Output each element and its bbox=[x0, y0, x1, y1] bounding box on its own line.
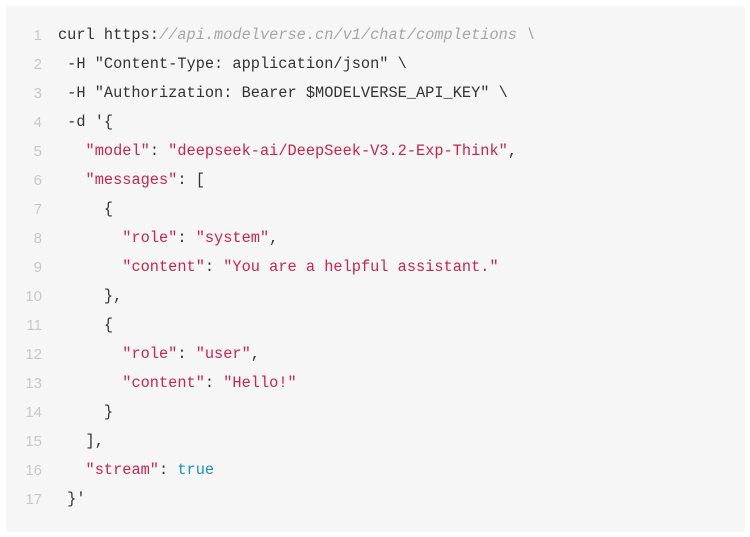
code-token-plain: : bbox=[204, 374, 224, 392]
line-number: 5 bbox=[33, 143, 42, 160]
line-number: 9 bbox=[33, 259, 42, 276]
code-text: ], bbox=[58, 427, 104, 456]
code-line: 2 -H "Content-Type: application/json" \ bbox=[6, 50, 407, 79]
code-token-plain bbox=[58, 142, 86, 160]
code-token-comment: //api.modelverse.cn/v1/chat/completions … bbox=[158, 26, 536, 44]
code-text: curl https://api.modelverse.cn/v1/chat/c… bbox=[58, 21, 535, 50]
code-token-plain bbox=[58, 258, 122, 276]
code-text: -H "Authorization: Bearer $MODELVERSE_AP… bbox=[58, 79, 508, 108]
code-token-str: "You are a helpful assistant." bbox=[223, 258, 499, 276]
code-line: 3 -H "Authorization: Bearer $MODELVERSE_… bbox=[6, 79, 508, 108]
code-token-plain: -H "Authorization: Bearer $MODELVERSE_AP… bbox=[58, 84, 508, 102]
code-line: 13 "content": "Hello!" bbox=[6, 369, 296, 398]
code-token-plain bbox=[58, 345, 122, 363]
code-line: 17 }' bbox=[6, 485, 85, 514]
line-number: 3 bbox=[33, 85, 42, 102]
line-number: 2 bbox=[33, 56, 42, 73]
line-number: 12 bbox=[25, 346, 42, 363]
code-token-plain: }, bbox=[58, 287, 123, 305]
code-token-plain: ], bbox=[58, 432, 104, 450]
code-text: -d '{ bbox=[58, 108, 113, 137]
code-line: 9 "content": "You are a helpful assistan… bbox=[6, 253, 499, 282]
code-line: 15 ], bbox=[6, 427, 104, 456]
line-number: 11 bbox=[26, 317, 42, 334]
line-number: 7 bbox=[33, 201, 42, 218]
code-token-plain: : bbox=[158, 461, 178, 479]
code-text: "role": "user", bbox=[58, 340, 260, 369]
code-text: }, bbox=[58, 282, 122, 311]
code-token-str: "Hello!" bbox=[223, 374, 297, 392]
code-token-plain: -H "Content-Type: application/json" \ bbox=[58, 55, 407, 73]
code-line: 6 "messages": [ bbox=[6, 166, 205, 195]
code-token-str: "role" bbox=[122, 229, 178, 247]
code-token-str: "messages" bbox=[85, 171, 178, 189]
code-text: } bbox=[58, 398, 113, 427]
code-text: "stream": true bbox=[58, 456, 215, 485]
code-token-str: "content" bbox=[122, 258, 205, 276]
code-line: 5 "model": "deepseek-ai/DeepSeek-V3.2-Ex… bbox=[6, 137, 517, 166]
code-line: 4 -d '{ bbox=[6, 108, 113, 137]
code-line: 12 "role": "user", bbox=[6, 340, 260, 369]
code-token-plain bbox=[58, 461, 86, 479]
code-token-str: "model" bbox=[85, 142, 150, 160]
code-text: { bbox=[58, 195, 113, 224]
code-token-plain: : bbox=[177, 229, 196, 247]
line-number: 8 bbox=[33, 230, 42, 247]
line-number: 6 bbox=[33, 172, 42, 189]
code-text: "messages": [ bbox=[58, 166, 205, 195]
code-token-plain bbox=[58, 229, 122, 247]
code-token-str: "role" bbox=[122, 345, 178, 363]
line-number: 13 bbox=[25, 375, 42, 392]
line-number: 10 bbox=[25, 288, 42, 305]
line-number: 4 bbox=[33, 114, 42, 131]
line-number: 14 bbox=[25, 404, 42, 421]
code-token-plain: }' bbox=[58, 490, 86, 508]
code-text: "model": "deepseek-ai/DeepSeek-V3.2-Exp-… bbox=[58, 137, 517, 166]
code-token-plain: { bbox=[58, 200, 114, 218]
code-token-str: "stream" bbox=[85, 461, 159, 479]
code-line: 1 curl https://api.modelverse.cn/v1/chat/… bbox=[6, 21, 536, 50]
code-line: 8 "role": "system", bbox=[6, 224, 279, 253]
line-number: 15 bbox=[25, 433, 42, 450]
code-line: 11 { bbox=[6, 311, 113, 340]
code-text: { bbox=[58, 311, 113, 340]
code-block: 1 curl https://api.modelverse.cn/v1/chat/… bbox=[6, 6, 745, 532]
code-token-plain bbox=[58, 171, 86, 189]
line-number: 16 bbox=[25, 462, 42, 479]
code-line: 10 }, bbox=[6, 282, 122, 311]
code-token-str: "deepseek-ai/DeepSeek-V3.2-Exp-Think" bbox=[168, 142, 508, 160]
code-text: "role": "system", bbox=[58, 224, 278, 253]
code-token-plain: , bbox=[507, 142, 518, 160]
code-token-str: "system" bbox=[195, 229, 270, 247]
code-token-bool: true bbox=[177, 461, 215, 479]
code-token-plain: curl https: bbox=[58, 26, 159, 44]
code-token-plain: : bbox=[204, 258, 224, 276]
code-token-plain: : bbox=[149, 142, 169, 160]
line-number: 1 bbox=[33, 27, 42, 44]
code-line: 7 { bbox=[6, 195, 113, 224]
code-text: -H "Content-Type: application/json" \ bbox=[58, 50, 407, 79]
code-text: "content": "You are a helpful assistant.… bbox=[58, 253, 499, 282]
code-token-plain: { bbox=[58, 316, 114, 334]
code-line: 14 } bbox=[6, 398, 113, 427]
line-number: 17 bbox=[25, 491, 42, 508]
code-token-plain: -d '{ bbox=[58, 113, 114, 131]
code-token-plain bbox=[58, 374, 122, 392]
code-token-str: "user" bbox=[195, 345, 251, 363]
code-token-plain: , bbox=[250, 345, 260, 363]
code-token-plain: } bbox=[58, 403, 114, 421]
code-text: "content": "Hello!" bbox=[58, 369, 297, 398]
code-token-str: "content" bbox=[122, 374, 205, 392]
code-token-plain: , bbox=[269, 229, 279, 247]
code-token-plain: : bbox=[177, 345, 196, 363]
code-text: }' bbox=[58, 485, 86, 514]
code-line: 16 "stream": true bbox=[6, 456, 214, 485]
code-token-plain: : [ bbox=[177, 171, 205, 189]
